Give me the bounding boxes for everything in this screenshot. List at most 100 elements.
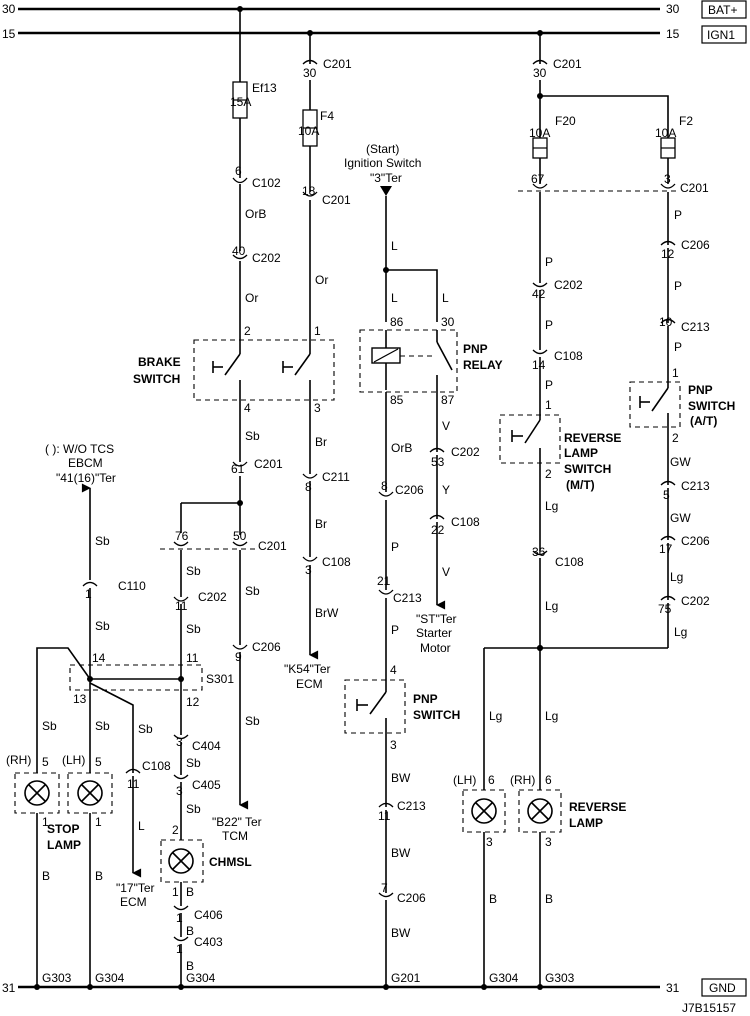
svg-text:SWITCH: SWITCH	[564, 462, 611, 476]
svg-text:(M/T): (M/T)	[566, 478, 595, 492]
svg-text:C206: C206	[681, 238, 710, 252]
svg-text:Or: Or	[245, 291, 258, 305]
svg-text:6: 6	[488, 773, 495, 787]
svg-text:BRAKE: BRAKE	[138, 355, 181, 369]
svg-text:10A: 10A	[655, 126, 676, 140]
reverse-lamp-lh	[462, 789, 506, 833]
svg-text:SWITCH: SWITCH	[413, 708, 460, 722]
svg-text:5: 5	[663, 488, 670, 502]
svg-text:3: 3	[176, 784, 183, 798]
bat-rail: 30 30 BAT+	[2, 0, 747, 19]
svg-text:3: 3	[390, 738, 397, 752]
gnd-num-left: 31	[2, 981, 16, 995]
connector-c206-7	[378, 892, 394, 898]
svg-text:P: P	[391, 623, 399, 637]
svg-text:ECM: ECM	[120, 895, 147, 909]
svg-text:Lg: Lg	[489, 709, 502, 723]
svg-text:F20: F20	[555, 114, 576, 128]
svg-text:STOP: STOP	[47, 822, 79, 836]
svg-text:B: B	[95, 869, 103, 883]
svg-text:1: 1	[42, 815, 49, 829]
connector-c108-a	[125, 768, 141, 774]
svg-text:C213: C213	[681, 320, 710, 334]
svg-text:Sb: Sb	[245, 429, 260, 443]
svg-text:LAMP: LAMP	[564, 446, 598, 460]
svg-text:Sb: Sb	[245, 584, 260, 598]
fuse-ef13-label: Ef13	[252, 81, 277, 95]
svg-text:PNP: PNP	[463, 342, 488, 356]
svg-text:Sb: Sb	[186, 756, 201, 770]
svg-text:C201: C201	[254, 457, 283, 471]
connector-c201-30b	[532, 59, 548, 65]
svg-text:10A: 10A	[529, 126, 550, 140]
svg-text:18: 18	[302, 184, 316, 198]
svg-text:B: B	[186, 885, 194, 899]
svg-text:P: P	[674, 208, 682, 222]
gnd-label-box	[701, 978, 747, 997]
svg-text:Motor: Motor	[420, 641, 451, 655]
svg-text:C102: C102	[252, 176, 281, 190]
svg-text:C201: C201	[258, 539, 287, 553]
svg-text:B: B	[42, 869, 50, 883]
svg-text:(LH): (LH)	[62, 753, 85, 767]
connector-c213-10	[660, 318, 676, 324]
svg-text:C108: C108	[451, 515, 480, 529]
connector-c202-75	[660, 595, 676, 601]
reverse-lamp-lh-icon	[471, 798, 497, 824]
svg-text:(A/T): (A/T)	[690, 414, 717, 428]
svg-text:L: L	[138, 819, 145, 833]
svg-text:1: 1	[85, 587, 92, 601]
svg-text:Br: Br	[315, 435, 327, 449]
svg-text:5: 5	[95, 755, 102, 769]
svg-text:2: 2	[244, 324, 251, 338]
svg-text:C213: C213	[393, 591, 422, 605]
svg-text:OrB: OrB	[245, 207, 266, 221]
svg-text:Lg: Lg	[674, 625, 687, 639]
svg-text:86: 86	[390, 315, 404, 329]
svg-text:11: 11	[186, 651, 199, 665]
svg-text:C406: C406	[194, 908, 223, 922]
svg-text:G304: G304	[95, 971, 125, 985]
svg-text:V: V	[442, 419, 450, 433]
svg-text:3: 3	[486, 835, 493, 849]
svg-text:"3"Ter: "3"Ter	[370, 171, 402, 185]
svg-text:42: 42	[532, 287, 546, 301]
gnd-label: GND	[709, 981, 736, 995]
connector-c202-c	[429, 447, 445, 453]
chmsl	[160, 839, 204, 883]
svg-text:30: 30	[303, 66, 317, 80]
svg-text:(RH): (RH)	[6, 753, 31, 767]
svg-text:C213: C213	[397, 799, 426, 813]
ebcm-branch: ( ): W/O TCS EBCM "41(16)"Ter Sb 1 C110 …	[45, 442, 146, 679]
svg-text:BrW: BrW	[315, 606, 339, 620]
svg-text:Ignition Switch: Ignition Switch	[344, 156, 421, 170]
svg-text:BW: BW	[391, 771, 411, 785]
connector-c202-b	[173, 596, 189, 602]
svg-text:Lg: Lg	[670, 570, 683, 584]
svg-text:8: 8	[381, 479, 388, 493]
svg-text:C213: C213	[681, 479, 710, 493]
svg-text:Sb: Sb	[95, 534, 110, 548]
svg-text:30: 30	[441, 315, 455, 329]
svg-text:Lg: Lg	[545, 499, 558, 513]
svg-text:Br: Br	[315, 517, 327, 531]
connector-c404	[173, 734, 189, 740]
ign-label-box	[701, 25, 747, 44]
svg-text:S301: S301	[206, 672, 234, 686]
ecm-17-branch: Sb 11 C108 L "17"Ter ECM	[89, 682, 171, 909]
connector-c206-9	[232, 644, 248, 650]
brake-switch	[193, 339, 335, 401]
ecm-k54-circuit: 30 C201 F4 10A 18 C201 Or 1 3 Br 8 C211 …	[282, 30, 352, 691]
connector-c202-a	[232, 254, 248, 260]
svg-text:10: 10	[659, 315, 673, 329]
svg-text:87: 87	[441, 393, 455, 407]
stop-lamp-rh-wire: Sb 5 (RH)	[6, 647, 91, 773]
svg-text:C202: C202	[681, 594, 710, 608]
svg-text:"17"Ter: "17"Ter	[116, 881, 155, 895]
svg-text:1: 1	[314, 324, 321, 338]
svg-text:C403: C403	[194, 935, 223, 949]
svg-text:50: 50	[233, 529, 247, 543]
svg-text:C108: C108	[554, 349, 583, 363]
svg-text:"K54"Ter: "K54"Ter	[284, 662, 331, 676]
